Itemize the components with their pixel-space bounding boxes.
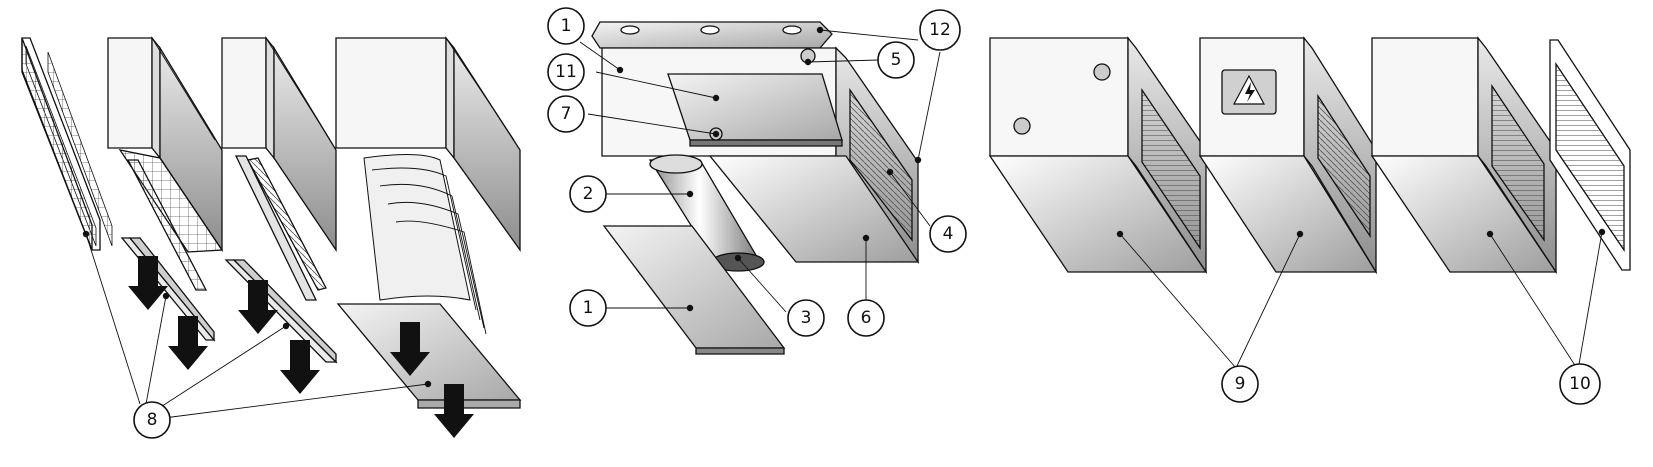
module-marker-dots [1116,228,1606,238]
svg-text:7: 7 [561,104,572,124]
svg-text:4: 4 [943,224,954,244]
callout-12: 12 [919,9,961,51]
callout-3: 3 [787,299,825,337]
svg-text:5: 5 [891,50,902,70]
svg-text:6: 6 [861,308,872,328]
callout-10: 10 [1559,363,1601,405]
callout-8-leaders [85,233,429,419]
cable-gland-icon [1013,117,1031,135]
svg-text:8: 8 [147,410,158,430]
filter-sections-group [21,36,522,438]
cable-gland-icon [1093,63,1111,81]
svg-text:2: 2 [583,184,594,204]
callout-4: 4 [929,215,967,253]
down-arrow-icon [128,256,474,438]
callout-5: 5 [877,41,915,79]
inner-tray [667,73,843,141]
callout-8: 8 [133,401,171,439]
marker-dots [82,230,432,388]
coil-fins [849,87,913,242]
filter-box-1 [107,36,224,291]
callout-2: 2 [569,175,607,213]
module-box-b [1198,36,1378,275]
svg-text:1: 1 [583,298,594,318]
fan-impeller [648,154,765,272]
svg-text:11: 11 [555,62,577,82]
module-callout-leaders [1119,231,1603,371]
modules-group [988,36,1631,371]
svg-text:1: 1 [561,16,572,36]
filter-box-2 [221,36,337,301]
bag-filter-box [335,36,521,335]
svg-text:10: 10 [1569,374,1591,394]
grid-filter-panel [21,37,113,251]
callout-11: 11 [547,53,585,91]
fan-callout-leaders [579,29,941,313]
callout-7: 7 [547,95,585,133]
svg-text:9: 9 [1235,374,1246,394]
callout-6: 6 [847,299,885,337]
bag-filter-pockets [363,153,487,335]
high-voltage-warning-icon [1232,74,1266,105]
module-box-a [988,36,1208,275]
callout-9: 9 [1221,365,1259,403]
callout-1-top: 1 [547,7,585,45]
svg-text:3: 3 [801,308,812,328]
fan-section-group [579,21,941,355]
svg-text:12: 12 [929,20,951,40]
louvre-grille [1549,39,1631,271]
module-box-c [1370,36,1558,275]
fan-marker-dots [616,26,922,312]
bottom-access-panel [602,225,786,349]
callout-1-bottom: 1 [569,289,607,327]
